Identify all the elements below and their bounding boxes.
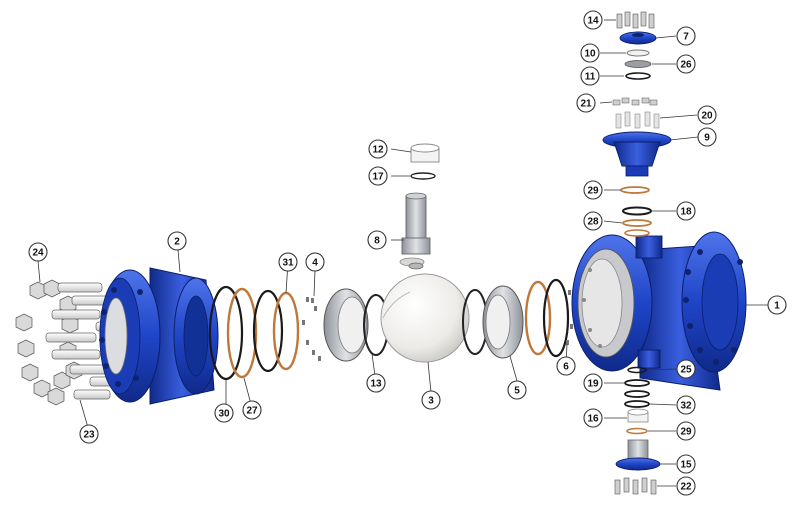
svg-text:28: 28 [587,217,599,228]
top-studs-14 [616,11,655,29]
svg-text:24: 24 [32,248,44,259]
top-bonnet-9 [602,131,672,177]
left-end-flange [99,267,219,405]
callout-23: 23 [79,424,99,444]
callout-24: 24 [28,242,48,262]
studs-20 [615,111,660,129]
svg-text:15: 15 [680,460,692,471]
callout-19: 19 [583,373,603,393]
callout-8: 8 [367,230,387,250]
svg-text:21: 21 [580,99,592,110]
svg-text:25: 25 [680,365,692,376]
callout-7: 7 [676,26,696,46]
callout-6: 6 [556,356,576,376]
svg-text:5: 5 [514,386,520,397]
svg-text:32: 32 [680,401,692,412]
bottom-studs-22 [614,477,657,495]
callout-29-bottom: 29 [676,421,696,441]
callout-30: 30 [214,403,234,423]
svg-text:11: 11 [585,72,596,83]
callout-26: 26 [676,54,696,74]
svg-text:26: 26 [680,60,692,71]
callout-16: 16 [583,408,603,428]
svg-text:29: 29 [587,186,599,197]
callout-14: 14 [583,10,603,30]
svg-text:20: 20 [701,111,713,122]
svg-text:17: 17 [372,172,384,183]
callout-13: 13 [366,373,386,393]
svg-text:8: 8 [374,236,380,247]
callout-9: 9 [697,127,717,147]
svg-text:19: 19 [587,379,599,390]
stem-ring-17 [410,172,436,180]
nuts-21 [612,97,658,106]
stem-bushing-12 [410,143,440,163]
svg-text:18: 18 [680,207,692,218]
bottom-bushing-16 [627,408,649,423]
svg-text:23: 23 [83,430,95,441]
svg-text:16: 16 [587,414,599,425]
callout-2: 2 [167,231,187,251]
callout-5: 5 [507,380,527,400]
packing-26 [624,60,652,68]
oring-11 [625,72,651,80]
callout-27: 27 [242,400,262,420]
svg-text:9: 9 [704,133,710,144]
svg-text:1: 1 [774,301,780,312]
svg-text:14: 14 [587,16,599,27]
svg-text:30: 30 [218,409,230,420]
svg-text:10: 10 [584,49,596,60]
svg-text:4: 4 [312,258,318,269]
callout-21: 21 [576,93,596,113]
top-cover-7 [619,31,657,45]
right-seal-rings [524,278,570,358]
valve-ball [380,257,470,363]
svg-text:27: 27 [246,406,258,417]
callout-31: 31 [278,252,298,272]
callout-17: 17 [368,166,388,186]
svg-text:6: 6 [563,362,569,373]
callout-29-top: 29 [583,180,603,200]
callout-12: 12 [368,139,388,159]
callout-4: 4 [305,252,325,272]
svg-text:22: 22 [680,482,692,493]
svg-text:31: 31 [282,258,294,269]
svg-text:29: 29 [680,427,692,438]
valve-stem [401,192,431,270]
gland-ring-10 [626,49,650,57]
callout-18: 18 [676,201,696,221]
svg-text:3: 3 [428,396,434,407]
svg-text:12: 12 [372,145,384,156]
flange-nuts [15,279,83,406]
svg-text:7: 7 [683,32,689,43]
callout-3: 3 [421,390,441,410]
right-seat-ring [462,285,524,359]
callout-15: 15 [676,454,696,474]
callout-25: 25 [676,359,696,379]
bottom-seals [624,366,650,435]
top-seals-29-18-28 [620,186,652,237]
callout-20: 20 [697,105,717,125]
left-seal-rings [208,285,300,381]
svg-text:2: 2 [174,237,180,248]
callout-32: 32 [676,395,696,415]
callout-11: 11 [580,66,600,86]
valve-body [571,231,747,391]
callout-28: 28 [583,211,603,231]
callout-10: 10 [580,43,600,63]
trunnion-15 [615,439,661,471]
left-seat-ring [323,288,389,362]
seat-springs [302,297,321,361]
callout-1: 1 [767,295,787,315]
svg-text:13: 13 [370,379,382,390]
callout-22: 22 [676,476,696,496]
